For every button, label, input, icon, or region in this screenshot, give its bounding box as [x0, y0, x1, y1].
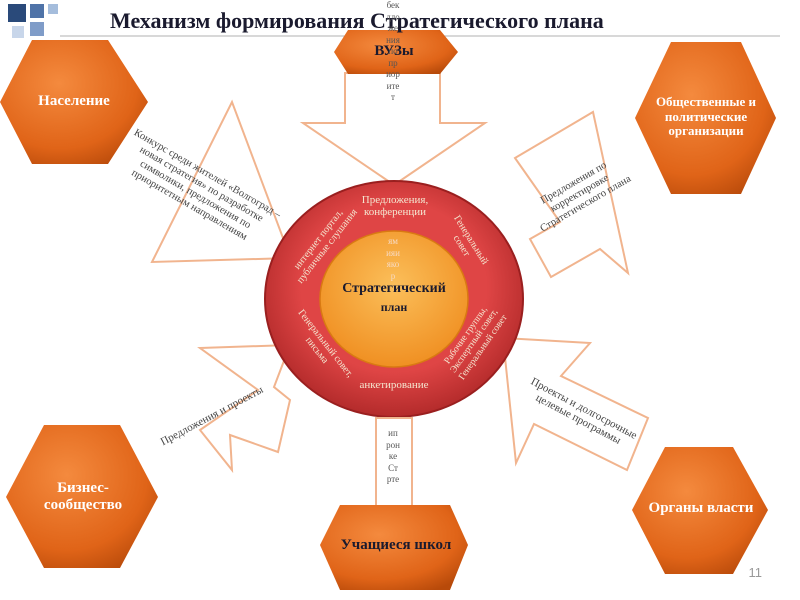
hex-naselenie — [0, 40, 148, 164]
corner-square — [8, 4, 26, 22]
arrow-bottom-left — [197, 343, 292, 474]
ring-label-bottom: анкетирование — [359, 379, 429, 391]
node-uchashchiesya: Учащиеся школ — [340, 537, 452, 554]
ring-label-top: Предложения, конференции — [361, 194, 429, 219]
arrow-top — [299, 72, 489, 187]
center-label: Стратегический план — [320, 280, 468, 315]
corner-square — [48, 4, 58, 14]
center-label-line1: Стратегический — [342, 281, 446, 296]
node-organy: Органы власти — [648, 500, 754, 517]
hex-vuzy — [334, 30, 458, 74]
node-biznes: Бизнес-сообщество — [43, 479, 123, 513]
node-vuzy: ВУЗы — [374, 43, 414, 60]
vertical-fragment-top: бекдложенияпоприоритет — [386, 0, 400, 102]
hex-uchashchiesya — [320, 505, 468, 590]
center-circle — [319, 230, 469, 368]
page-title: Механизм формирования Стратегического пл… — [110, 8, 604, 33]
corner-square — [30, 4, 44, 18]
hex-obshchestvennye — [635, 42, 776, 194]
arrow-bottom-right — [501, 336, 650, 472]
node-obshchestvennye: Общественные и политические организации — [655, 93, 757, 139]
center-label-line2: план — [380, 299, 408, 314]
page-number: 11 — [748, 565, 763, 580]
vertical-fragment-bottom: ипронкеСтрте — [386, 428, 400, 484]
vertical-fragment-ring: ямияиякор — [386, 236, 400, 281]
corner-square — [12, 26, 24, 38]
hex-organy — [632, 447, 768, 574]
node-naselenie: Население — [38, 93, 110, 110]
corner-square — [30, 22, 44, 36]
hex-biznes — [6, 425, 158, 568]
arrow-top-right — [513, 110, 630, 279]
